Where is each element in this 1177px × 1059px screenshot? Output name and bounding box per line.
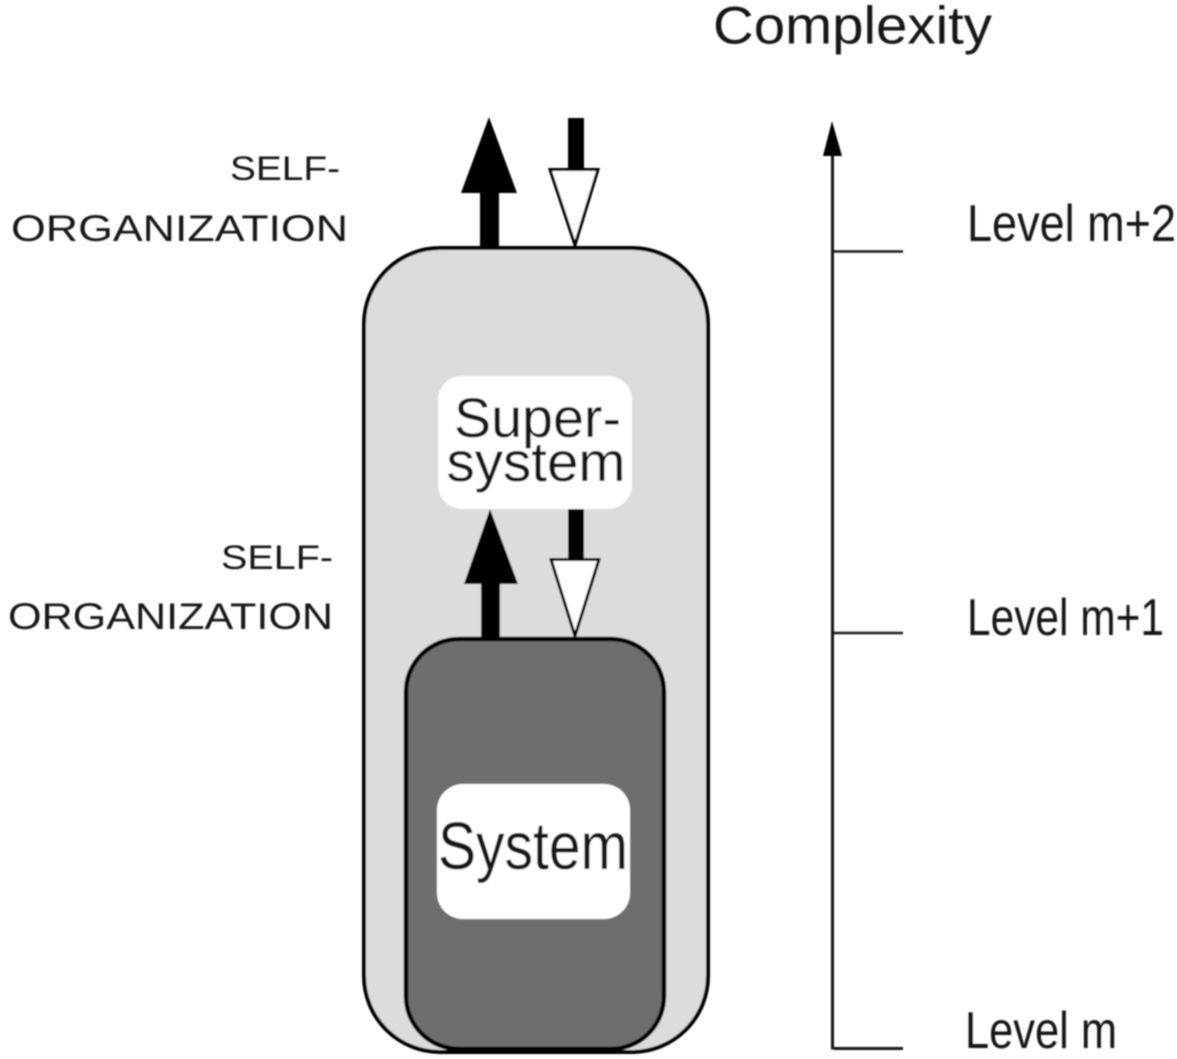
svg-text:Super-: Super- xyxy=(454,386,621,449)
svg-text:Level m+1: Level m+1 xyxy=(967,589,1164,647)
svg-text:Level m: Level m xyxy=(965,1002,1117,1059)
svg-text:Complexity: Complexity xyxy=(713,0,993,56)
svg-text:Level m+2: Level m+2 xyxy=(967,195,1176,253)
svg-text:SELF-: SELF- xyxy=(230,150,340,188)
svg-text:ORGANIZATION: ORGANIZATION xyxy=(11,208,348,249)
svg-text:System: System xyxy=(438,809,628,884)
svg-text:ORGANIZATION: ORGANIZATION xyxy=(8,596,333,637)
svg-text:SELF-: SELF- xyxy=(221,539,333,577)
svg-text:system: system xyxy=(447,430,626,493)
